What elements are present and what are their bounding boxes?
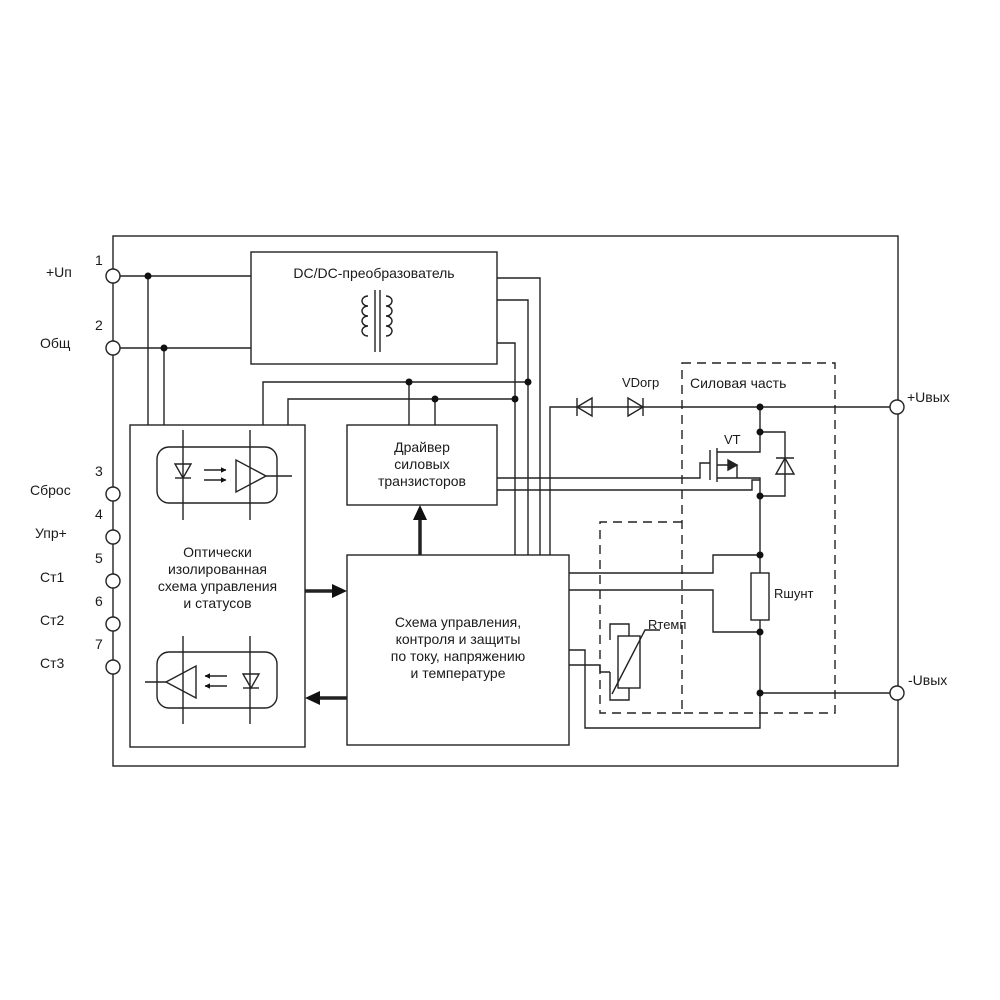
control-title: Схема управления, контроля и защиты по т… bbox=[390, 614, 526, 681]
vdorp-label: VDогр bbox=[622, 375, 660, 390]
shunt-sense-wires bbox=[569, 554, 761, 729]
pin-7-terminal bbox=[105, 659, 121, 675]
pin-6-label: Ст2 bbox=[40, 612, 65, 628]
opto-to-control-arrow bbox=[305, 584, 347, 598]
minus-output-label: -Uвых bbox=[908, 672, 948, 688]
pin-3-number: 3 bbox=[95, 463, 103, 479]
pin-4-number: 4 bbox=[95, 506, 103, 522]
module-frame bbox=[112, 235, 899, 767]
rshunt-resistor bbox=[750, 572, 770, 621]
pin-2-terminal bbox=[105, 340, 121, 356]
control-to-driver-arrow bbox=[413, 505, 427, 555]
transformer-icon bbox=[361, 290, 393, 352]
pin-4-label: Упр+ bbox=[35, 525, 67, 541]
control-to-opto-arrow bbox=[305, 691, 347, 705]
plus-output-label: +Uвых bbox=[907, 389, 950, 405]
junction-dots bbox=[144, 272, 764, 697]
body-diode-icon bbox=[760, 431, 796, 497]
pin-5-label: Ст1 bbox=[40, 569, 65, 585]
power-section-title: Силовая часть bbox=[690, 375, 787, 391]
rtemp-thermistor-icon bbox=[609, 623, 660, 701]
diode-1-icon bbox=[575, 396, 593, 418]
dcdc-block bbox=[250, 251, 498, 365]
optocoupler-input-icon bbox=[156, 430, 292, 520]
opto-title: Оптически изолированная схема управления… bbox=[157, 544, 278, 611]
pin-6-terminal bbox=[105, 616, 121, 632]
pin-1-label: +Uп bbox=[46, 264, 72, 280]
pin-2-number: 2 bbox=[95, 317, 103, 333]
pin-1-number: 1 bbox=[95, 252, 103, 268]
rshunt-label: Rшунт bbox=[774, 586, 814, 601]
minus-output-terminal bbox=[889, 685, 905, 701]
dcdc-output-wires bbox=[262, 277, 541, 555]
vdorp-diode-icon bbox=[627, 396, 645, 418]
mosfet-vt-icon bbox=[709, 407, 761, 555]
pin-5-number: 5 bbox=[95, 550, 103, 566]
pin-7-label: Ст3 bbox=[40, 655, 65, 671]
pin-3-label: Сброс bbox=[30, 482, 71, 498]
supply-wires bbox=[120, 275, 251, 425]
rtemp-label: Rтемп bbox=[648, 617, 687, 632]
opto-block bbox=[129, 424, 306, 748]
pin-1-terminal bbox=[105, 268, 121, 284]
driver-output-wires bbox=[497, 462, 760, 491]
pin-4-terminal bbox=[105, 529, 121, 545]
vt-label: VT bbox=[724, 432, 741, 447]
diode-path-wires bbox=[549, 406, 890, 555]
power-section-box bbox=[681, 362, 836, 714]
pin-2-label: Общ bbox=[40, 335, 71, 351]
driver-block bbox=[346, 424, 498, 506]
dcdc-title: DC/DC-преобразователь bbox=[293, 265, 455, 281]
pin-3-terminal bbox=[105, 486, 121, 502]
driver-title: Драйвер силовых транзисторов bbox=[377, 439, 466, 489]
pin-7-number: 7 bbox=[95, 636, 103, 652]
pin-5-terminal bbox=[105, 573, 121, 589]
optocoupler-output-icon bbox=[145, 636, 278, 724]
plus-output-terminal bbox=[889, 399, 905, 415]
pin-6-number: 6 bbox=[95, 593, 103, 609]
